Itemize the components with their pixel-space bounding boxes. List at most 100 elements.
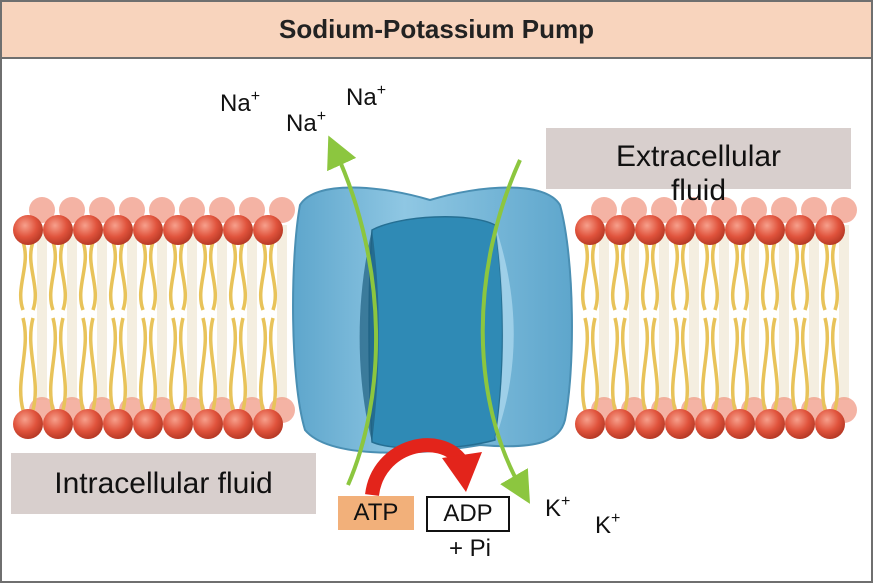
lipid-tail — [610, 241, 620, 311]
sodium-ion-1: Na+ — [220, 88, 261, 117]
lipid-tail — [228, 317, 238, 411]
lipid-tail — [650, 241, 660, 311]
lipid-tail-back — [809, 225, 819, 400]
lipid-tail — [670, 317, 680, 411]
potassium-arrow — [480, 159, 530, 504]
diagram-title: Sodium-Potassium Pump — [2, 2, 871, 59]
lipid-tail — [650, 317, 660, 411]
phospholipid-head — [665, 215, 695, 245]
lipid-tail — [238, 241, 248, 311]
hydrolysis-arrow — [365, 438, 482, 497]
phospholipid-head — [605, 215, 635, 245]
lipid-tail — [620, 241, 630, 311]
lipid-tail — [138, 317, 148, 411]
lipid-tail — [88, 241, 98, 311]
lipid-tail — [138, 241, 148, 311]
lipid-tail — [88, 317, 98, 411]
lipid-tail — [18, 241, 28, 311]
lipid-tail — [760, 241, 770, 311]
lipid-tail — [610, 317, 620, 411]
lipid-tail — [590, 317, 600, 411]
lipid-tail — [800, 317, 810, 411]
lipid-tail — [590, 241, 600, 311]
phospholipid-head — [725, 215, 755, 245]
lipid-tail — [258, 317, 268, 411]
lipid-tail — [620, 317, 630, 411]
phospholipid-head-back — [741, 197, 767, 223]
lipid-tail — [58, 241, 68, 311]
phospholipid-head — [253, 215, 283, 245]
lipid-tail — [78, 317, 88, 411]
lipid-tail — [760, 317, 770, 411]
phospholipid-head — [43, 409, 73, 439]
phospholipid-head — [605, 409, 635, 439]
lipid-tail — [208, 241, 218, 311]
lipid-tail — [168, 317, 178, 411]
phospholipid-head — [665, 409, 695, 439]
lipid-tail-back — [37, 225, 47, 400]
phospholipid-head — [193, 409, 223, 439]
lipid-tail-back — [599, 225, 609, 400]
lipid-tail — [640, 241, 650, 311]
phospholipid-head-back — [239, 197, 265, 223]
phospholipid-head-back — [179, 197, 205, 223]
phospholipid-head-back — [209, 197, 235, 223]
phospholipid-head — [815, 215, 845, 245]
phospholipid-head — [223, 409, 253, 439]
phospholipid-head — [695, 409, 725, 439]
phospholipid-head — [815, 409, 845, 439]
lipid-tail-back — [629, 225, 639, 400]
phospholipid-head-back — [59, 197, 85, 223]
lipid-tail — [710, 317, 720, 411]
lipid-tail — [580, 317, 590, 411]
lipid-tail — [830, 317, 840, 411]
lipid-tail — [268, 317, 278, 411]
extracellular-line-1: Extracellular — [615, 140, 782, 173]
lipid-tail — [208, 317, 218, 411]
lipid-tail — [178, 241, 188, 311]
phospholipid-head-back — [801, 197, 827, 223]
lipid-tail — [830, 241, 840, 311]
phospholipid-head — [575, 215, 605, 245]
sodium-ion-3: Na+ — [346, 82, 387, 111]
phospholipid-head-back — [711, 197, 737, 223]
potassium-ion-2: K+ — [595, 510, 621, 539]
lipid-tail — [78, 241, 88, 311]
lipid-tail — [118, 241, 128, 311]
lipid-tail — [48, 241, 58, 311]
lipid-tail — [640, 317, 650, 411]
sodium-arrow — [327, 135, 379, 486]
phospholipid-head — [755, 409, 785, 439]
phospholipid-head — [103, 215, 133, 245]
lipid-tail — [178, 317, 188, 411]
lipid-tail — [168, 241, 178, 311]
phospholipid-head-back — [831, 197, 857, 223]
phospholipid-head-back — [269, 197, 295, 223]
phospholipid-head-back — [651, 197, 677, 223]
lipid-tail-back — [127, 225, 137, 400]
extracellular-fluid-label: Extracellular fluid — [546, 128, 851, 207]
lipid-tail — [670, 241, 680, 311]
lipid-tail — [268, 241, 278, 311]
lipid-tail — [820, 317, 830, 411]
lipid-tail — [238, 317, 248, 411]
phospholipid-head — [785, 215, 815, 245]
phospholipid-head — [73, 215, 103, 245]
lipid-tail — [790, 317, 800, 411]
lipid-tail-back — [779, 225, 789, 400]
lipid-tail — [700, 241, 710, 311]
potassium-ion-1: K+ — [545, 493, 571, 522]
phospholipid-head — [725, 409, 755, 439]
lipid-tail — [148, 317, 158, 411]
phosphate-label: + Pi — [448, 535, 492, 562]
phospholipid-head — [635, 409, 665, 439]
lipid-tail — [198, 317, 208, 411]
lipid-tail — [198, 241, 208, 311]
pump-protein — [292, 186, 573, 454]
intracellular-fluid-label: Intracellular fluid — [11, 453, 316, 514]
phospholipid-head — [103, 409, 133, 439]
phospholipid-head — [785, 409, 815, 439]
phospholipid-head — [575, 409, 605, 439]
lipid-tail — [680, 241, 690, 311]
